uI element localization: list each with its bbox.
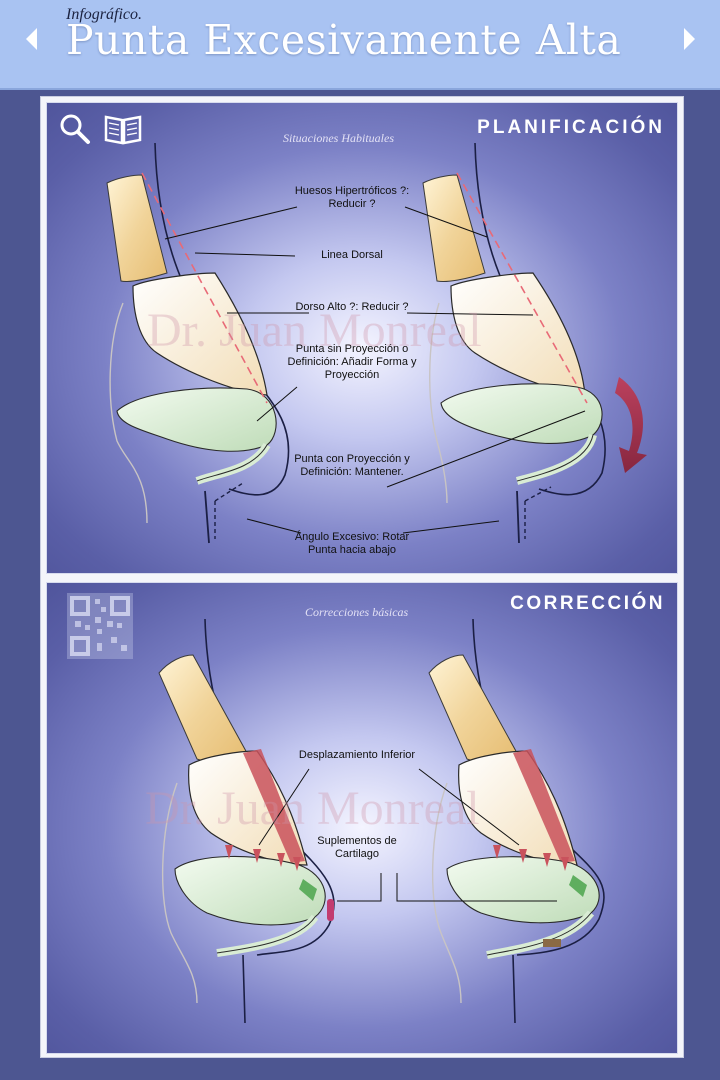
chevron-left-icon[interactable] — [26, 28, 37, 50]
page-title: Punta Excesivamente Alta — [66, 16, 622, 64]
book-icon[interactable] — [103, 113, 143, 145]
label-inferior-displacement: Desplazamiento Inferior — [298, 749, 416, 761]
planning-panel: Situaciones Habituales PLANIFICACIÓN Dr.… — [46, 102, 678, 574]
label-tip-no-projection: Punta sin Proyección o Definición: Añadi… — [287, 343, 417, 381]
label-dorsal-line: Linea Dorsal — [321, 249, 383, 261]
chevron-right-icon[interactable] — [684, 28, 695, 50]
header-kicker: Infográfico. — [66, 6, 142, 23]
label-excessive-angle: Ángulo Excesivo: Rotar Punta hacia abajo — [294, 531, 410, 556]
planning-title: PLANIFICACIÓN — [477, 117, 665, 138]
planning-illustration — [106, 142, 647, 544]
label-high-dorsum: Dorso Alto ?: Reducir ? — [295, 301, 409, 313]
label-cartilage-grafts: Suplementos de Cartilago — [317, 835, 397, 860]
search-icon[interactable] — [57, 111, 91, 145]
planning-subtitle: Situaciones Habituales — [283, 131, 394, 145]
label-hypertrophic-bones: Huesos Hipertróficos ?: Reducir ? — [294, 185, 410, 210]
rotation-arrow-icon — [615, 377, 647, 473]
nose-right-before — [422, 142, 647, 544]
nose-left-before — [106, 142, 290, 544]
leader-lines — [164, 206, 586, 534]
label-tip-with-projection: Punta con Proyección y Definición: Mante… — [294, 453, 410, 478]
correction-subtitle: Correcciones básicas — [305, 605, 409, 619]
watermark: Dr. Juan Monreal — [147, 304, 482, 357]
nose-right-after — [428, 618, 605, 1024]
watermark-correction: Dr. Juan Monreal — [145, 782, 480, 835]
header-bar: Infográfico. Punta Excesivamente Alta — [0, 0, 720, 90]
nose-left-after — [158, 618, 335, 1024]
correction-title: CORRECCIÓN — [510, 593, 665, 614]
correction-panel: Correcciones básicas CORRECCIÓN Dr. Juan… — [46, 582, 678, 1054]
leader-lines-correction — [258, 768, 557, 902]
qr-code-icon[interactable] — [67, 593, 133, 659]
correction-illustration — [158, 618, 605, 1024]
